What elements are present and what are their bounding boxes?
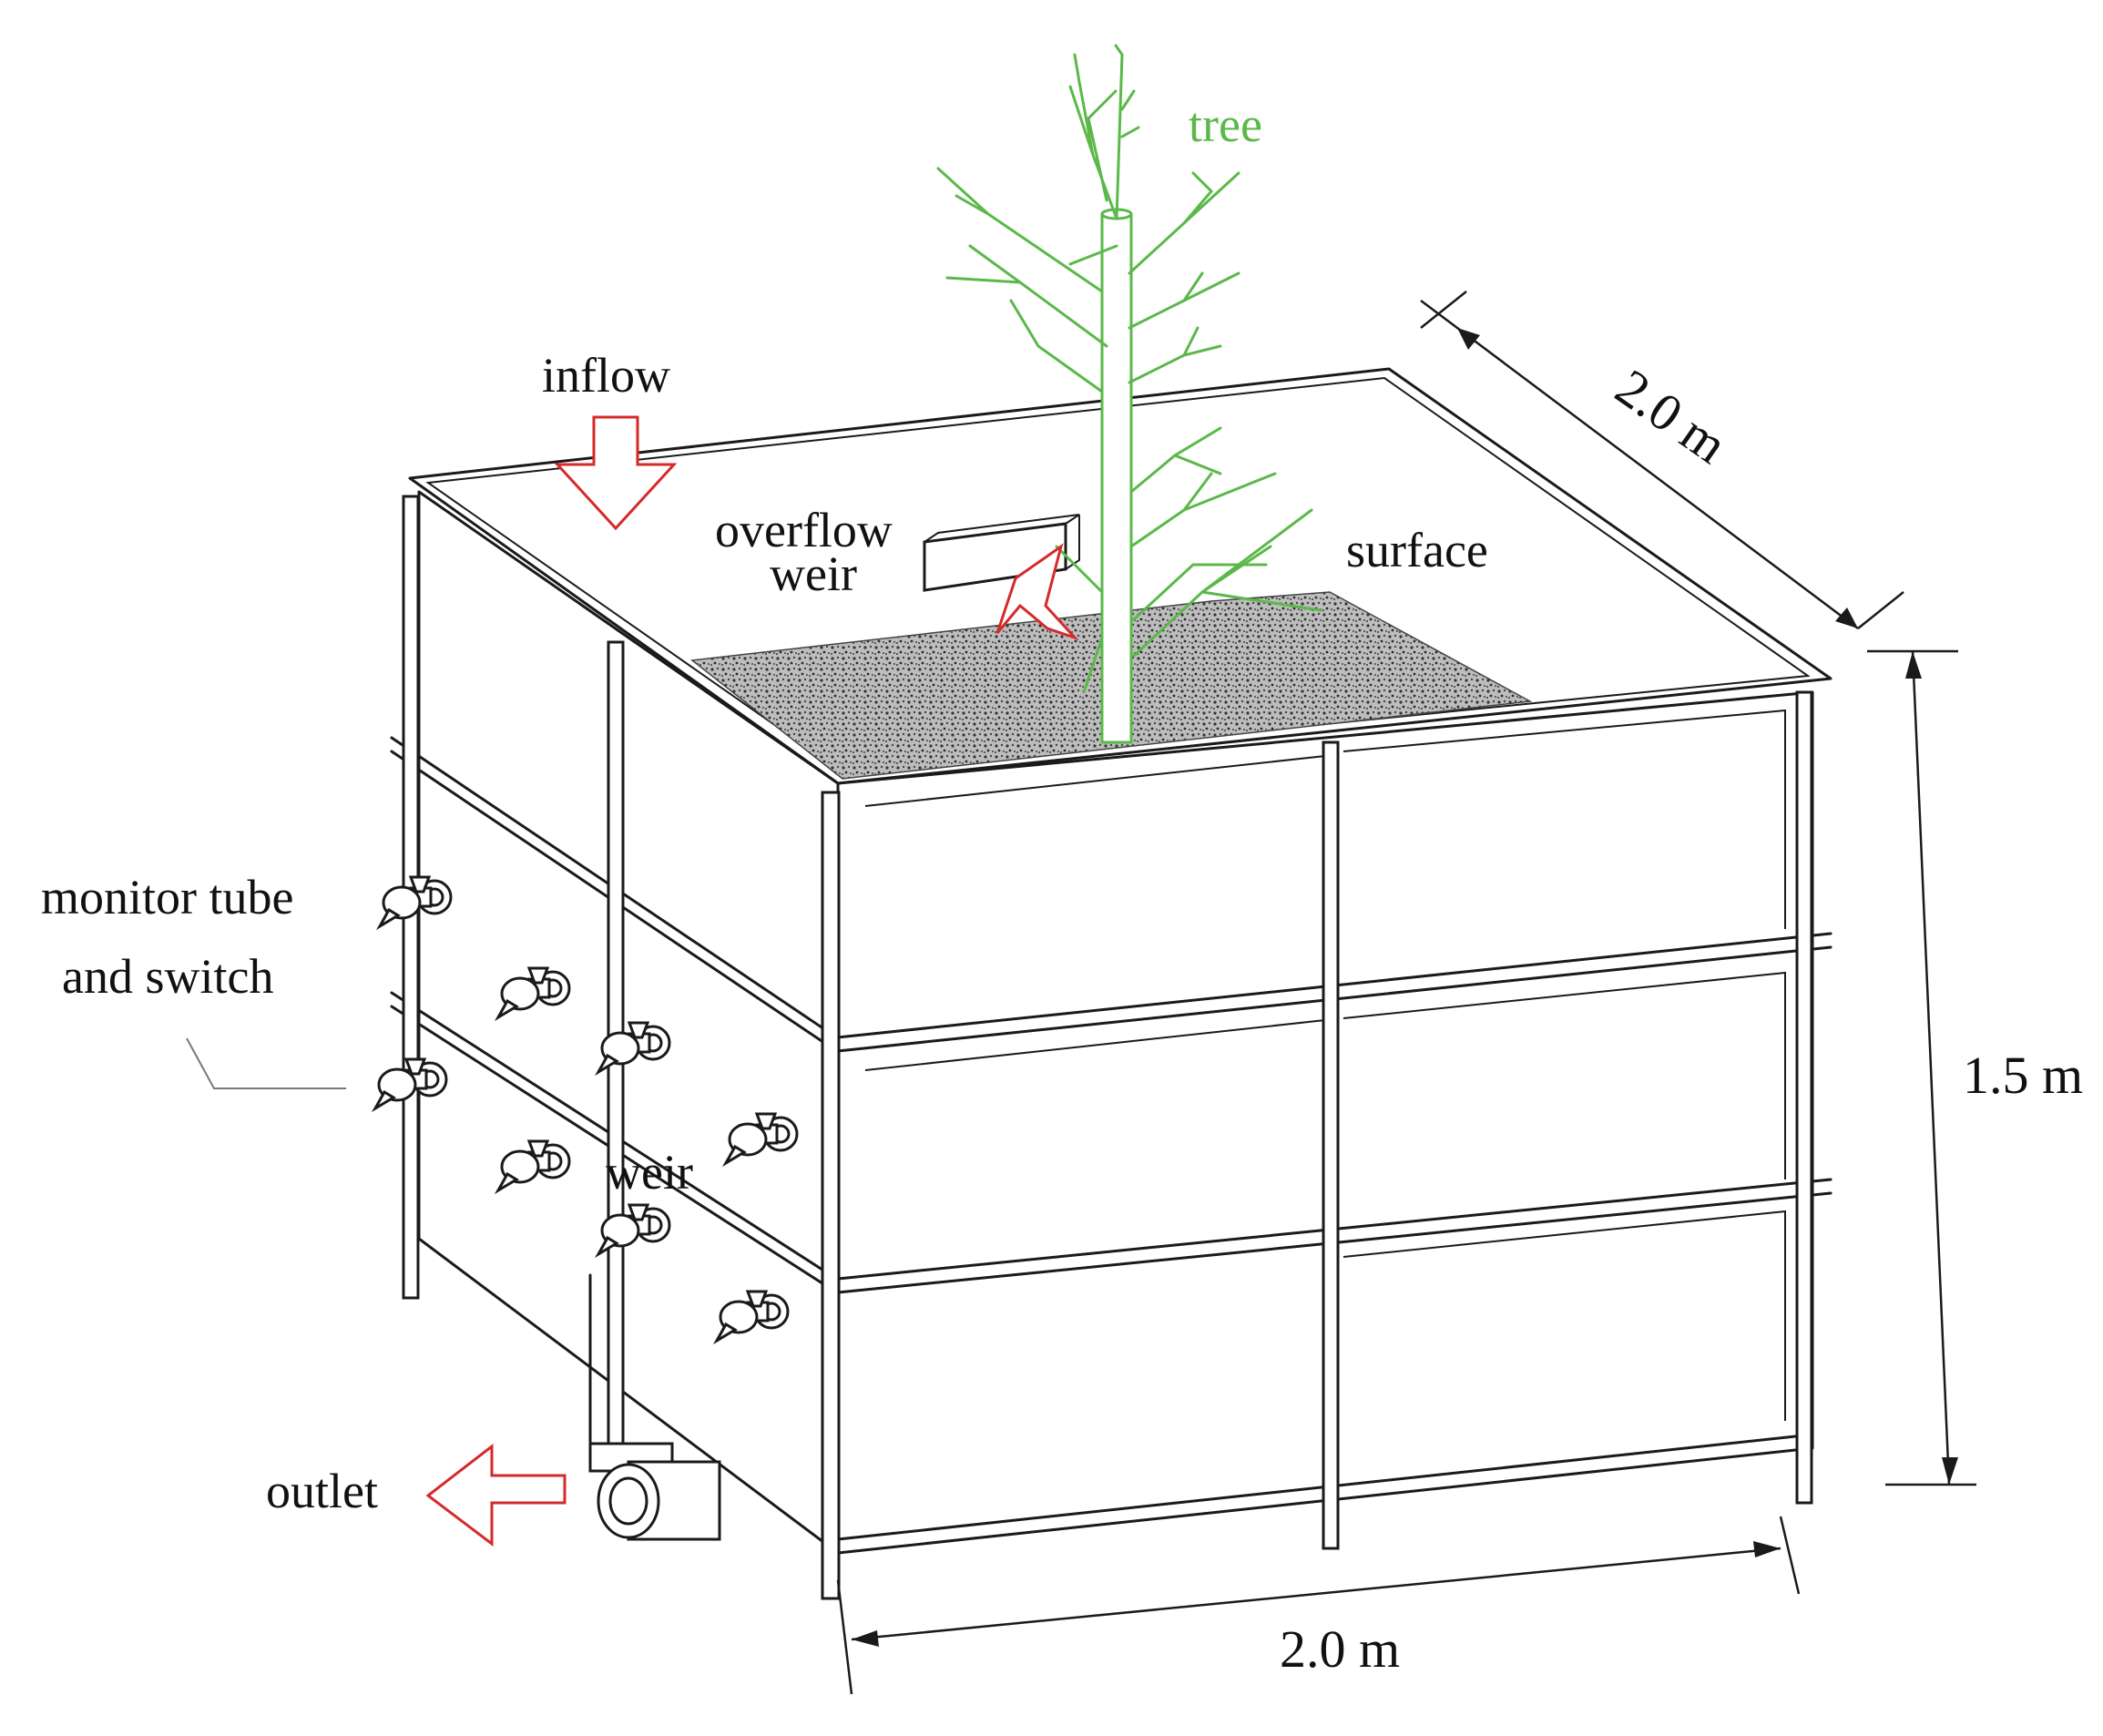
- flow-arrows: [425, 415, 1080, 1547]
- tank-top-rim-inner: [425, 376, 1811, 774]
- valve-icon: [496, 1139, 571, 1192]
- dim-width-arrowhead-b: [1753, 1541, 1781, 1557]
- labels: tree inflow overflow weir surface monito…: [41, 97, 2083, 1679]
- tree-trunk: [1100, 212, 1133, 744]
- label-dim-height: 1.5 m: [1963, 1046, 2083, 1105]
- label-inflow: inflow: [542, 348, 670, 403]
- dim-height-arrowhead-a: [1905, 651, 1922, 679]
- post-front-mid: [1322, 740, 1340, 1550]
- dim-height-arrowhead-b: [1942, 1457, 1958, 1485]
- label-dim-depth: 2.0 m: [1606, 357, 1739, 475]
- dim-width-line: [836, 1516, 1801, 1695]
- valve-icon: [724, 1112, 799, 1165]
- down-arrow-icon: [554, 415, 678, 531]
- outlet-pipe-vertical: [588, 1273, 610, 1450]
- label-outlet: outlet: [266, 1464, 378, 1518]
- label-overflow: overflow: [715, 503, 893, 557]
- monitor-leader-line: [186, 1037, 346, 1089]
- dim-depth-arrowhead-b: [1835, 608, 1858, 628]
- label-monitor-line1: monitor tube: [41, 870, 293, 924]
- valves: [373, 875, 799, 1343]
- tree-branches: [936, 44, 1322, 694]
- tree-illustration: [936, 44, 1322, 744]
- dimension-lines: [836, 291, 1976, 1695]
- outlet-pipe-bore: [608, 1476, 648, 1526]
- dim-width-arrowhead-a: [852, 1630, 879, 1647]
- dim-height-line: [1867, 649, 1976, 1486]
- left-arrow-icon: [425, 1443, 567, 1547]
- dim-depth-arrowhead-a: [1457, 328, 1480, 350]
- dim-depth-line: [1420, 291, 1904, 629]
- tank-top-rim: [408, 367, 1832, 785]
- post-front-right: [1795, 690, 1813, 1505]
- valve-icon: [715, 1290, 790, 1343]
- label-weir-top: weir: [770, 546, 857, 601]
- label-dim-width: 2.0 m: [1280, 1619, 1400, 1679]
- up-arrow-icon: [995, 543, 1080, 641]
- label-surface: surface: [1346, 523, 1488, 577]
- label-weir: weir: [606, 1145, 693, 1200]
- label-monitor-line2: and switch: [62, 949, 273, 1004]
- post-front-left: [821, 791, 841, 1600]
- label-tree: tree: [1189, 97, 1262, 152]
- valve-icon: [496, 966, 571, 1019]
